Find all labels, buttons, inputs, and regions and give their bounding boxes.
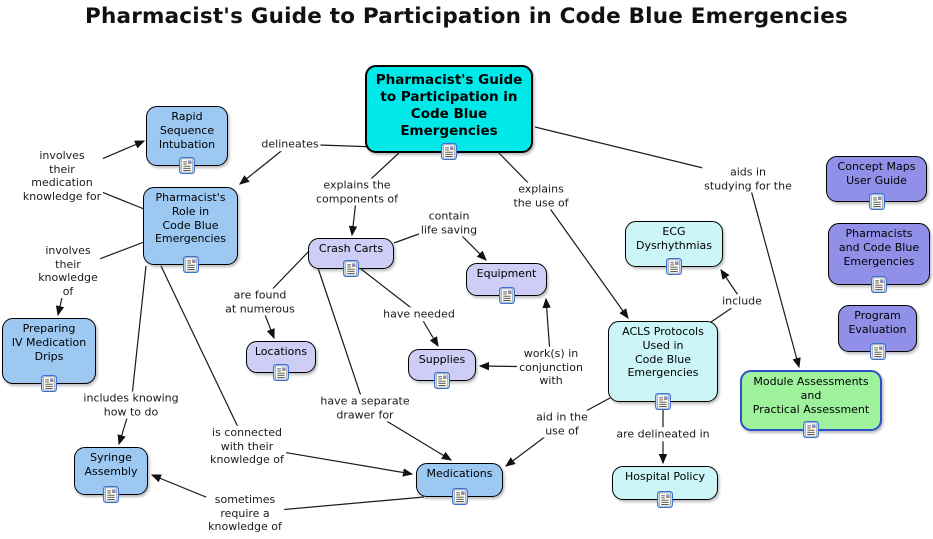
linking-phrase-are-delineated[interactable]: are delineated in — [614, 427, 712, 441]
concept-ecg-dysrhythmias[interactable]: ECG Dysrhythmias — [625, 221, 723, 275]
resource-icon[interactable] — [41, 375, 57, 392]
resource-icon[interactable] — [666, 258, 682, 275]
linking-phrase-are-found[interactable]: are found at numerous — [223, 288, 297, 316]
concept-medications[interactable]: Medications — [416, 463, 503, 505]
concept-main-topic[interactable]: Pharmacist's Guide to Participation in C… — [365, 65, 533, 160]
linking-phrase-is-connected[interactable]: is connected with their knowledge of — [208, 425, 286, 467]
concept-locations[interactable]: Locations — [246, 341, 316, 381]
linking-phrase-aids-studying[interactable]: aids in studying for the — [702, 165, 794, 193]
resource-icon[interactable] — [179, 157, 195, 174]
linking-phrase-contain-life-saving[interactable]: contain life saving — [418, 209, 480, 237]
resource-icon[interactable] — [182, 256, 199, 273]
linking-phrase-aid-in-use[interactable]: aid in the use of — [534, 410, 590, 438]
linking-phrase-explains-components[interactable]: explains the components of — [313, 178, 401, 206]
linking-phrase-separate-drawer[interactable]: have a separate drawer for — [318, 394, 412, 422]
concept-crash-carts[interactable]: Crash Carts — [308, 238, 394, 277]
concept-module-assessments[interactable]: Module Assessments and Practical Assessm… — [740, 370, 882, 438]
concept-concept-maps-user-guide[interactable]: Concept Maps User Guide — [826, 156, 927, 210]
linking-phrase-involves-knowledge[interactable]: involves their knowledge of — [36, 244, 100, 298]
resource-icon[interactable] — [657, 491, 673, 508]
resource-icon[interactable] — [868, 193, 885, 210]
linking-phrase-works-conjunction[interactable]: work(s) in conjunction with — [517, 346, 585, 388]
resource-icon[interactable] — [343, 260, 359, 277]
concept-acls-protocols[interactable]: ACLS Protocols Used in Code Blue Emergen… — [608, 321, 718, 410]
concept-equipment[interactable]: Equipment — [466, 263, 547, 304]
concept-rapid-sequence-intubation[interactable]: Rapid Sequence Intubation — [146, 106, 228, 174]
concept-pharmacists-role[interactable]: Pharmacist's Role in Code Blue Emergenci… — [143, 187, 238, 273]
linking-phrase-delineates[interactable]: delineates — [259, 137, 321, 151]
concept-program-evaluation[interactable]: Program Evaluation — [838, 305, 917, 360]
linking-phrase-include[interactable]: include — [720, 294, 764, 308]
resource-icon[interactable] — [871, 276, 887, 293]
map-title: Pharmacist's Guide to Participation in C… — [85, 4, 848, 29]
resource-icon[interactable] — [434, 372, 450, 389]
linking-phrase-includes-knowing[interactable]: includes knowing how to do — [81, 391, 181, 419]
resource-icon[interactable] — [451, 488, 468, 505]
linking-phrase-have-needed[interactable]: have needed — [381, 307, 457, 321]
resource-icon[interactable] — [498, 287, 515, 304]
linking-phrase-explains-use[interactable]: explains the use of — [511, 182, 571, 210]
resource-icon[interactable] — [103, 486, 119, 503]
concept-hospital-policy[interactable]: Hospital Policy — [612, 466, 718, 508]
concept-syringe-assembly[interactable]: Syringe Assembly — [74, 447, 148, 503]
resource-icon[interactable] — [803, 421, 819, 438]
concept-preparing-iv-drips[interactable]: Preparing IV Medication Drips — [2, 318, 96, 392]
resource-icon[interactable] — [273, 364, 289, 381]
resource-icon[interactable] — [869, 343, 886, 360]
resource-icon[interactable] — [441, 143, 457, 160]
concept-pharmacists-and-code-blue[interactable]: Pharmacists and Code Blue Emergencies — [828, 223, 930, 293]
linking-phrase-sometimes-require[interactable]: sometimes require a knowledge of — [206, 492, 284, 534]
concept-supplies[interactable]: Supplies — [408, 349, 476, 389]
resource-icon[interactable] — [655, 393, 671, 410]
linking-phrase-involves-medication[interactable]: involves their medication knowledge for — [20, 149, 104, 203]
